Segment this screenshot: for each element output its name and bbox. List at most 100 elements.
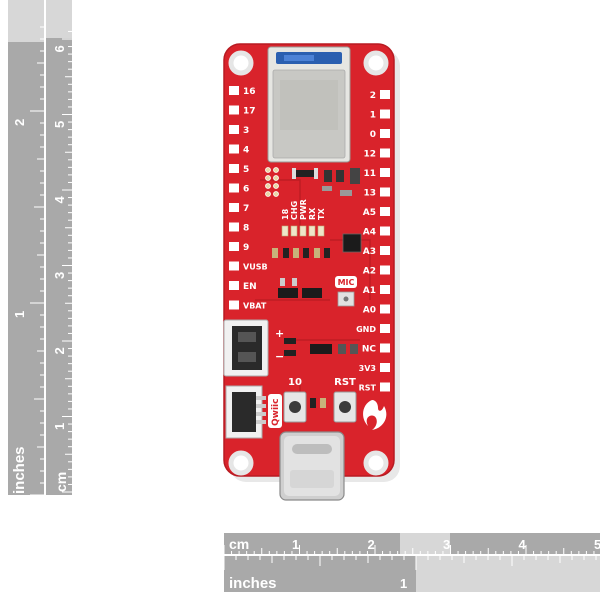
wireless-module (267, 46, 351, 163)
edge-pad (229, 105, 239, 115)
svg-text:+: + (275, 327, 284, 340)
right-pin-label: 12 (363, 150, 376, 160)
horizontal-ruler-cm-label: cm (229, 536, 249, 552)
left-pin-label: EN (243, 282, 257, 292)
ruler-cm-number: 2 (368, 537, 375, 552)
mic-label: MIC (338, 278, 355, 287)
right-pin-label: A4 (363, 228, 376, 238)
edge-pad (229, 281, 239, 290)
right-pin-label: A5 (363, 208, 376, 218)
boot-button: 10 (283, 377, 307, 423)
right-pin-label: A3 (363, 247, 376, 257)
right-pin-label: NC (362, 345, 377, 355)
vertical-ruler-ticks (30, 26, 72, 496)
svg-text:−: − (275, 350, 284, 363)
left-pin-label: VUSB (243, 263, 268, 272)
edge-pad (229, 222, 239, 232)
edge-pad (380, 304, 390, 314)
vertical-ruler-inch-numbers: 12 (12, 119, 27, 318)
button-label-rst: RST (334, 377, 356, 388)
right-pin-label: GND (356, 325, 376, 334)
edge-pad (380, 207, 390, 216)
status-led (299, 225, 307, 237)
right-pin-label: A2 (363, 267, 376, 277)
edge-pad (380, 148, 390, 158)
ruler-cm-number: 3 (52, 272, 67, 279)
status-led (281, 225, 289, 237)
edge-pad (380, 109, 390, 119)
ruler-inch-number: 1 (12, 311, 27, 318)
ruler-cm-number: 5 (594, 537, 600, 552)
ruler-cm-number: 2 (52, 347, 67, 354)
status-led (290, 225, 298, 237)
edge-pad (380, 324, 390, 333)
right-edge-pads (380, 90, 390, 392)
button-label-10: 10 (288, 377, 302, 388)
edge-pad (229, 86, 239, 95)
mic-label-box: MIC (335, 276, 357, 288)
left-pin-label: 9 (243, 243, 249, 253)
ruler-cm-number: 1 (292, 537, 299, 552)
vertical-ruler-inches-label: inches (11, 446, 28, 494)
ruler-cm-number: 4 (52, 196, 67, 204)
ruler-inch-number: 1 (400, 576, 407, 591)
edge-pad (229, 164, 239, 173)
horizontal-ruler-ticks (223, 545, 597, 570)
edge-pad (229, 300, 239, 310)
left-edge-pads (229, 86, 239, 310)
edge-pad (229, 242, 239, 251)
horizontal-ruler-inches-label: inches (229, 575, 277, 592)
edge-pad (380, 343, 390, 353)
left-pin-label: VBAT (243, 302, 267, 311)
edge-pad (229, 203, 239, 212)
led-label: PWR (299, 199, 308, 220)
left-pin-label: 3 (243, 126, 249, 136)
led-label: 18 (281, 208, 290, 220)
mounting-holes (228, 50, 389, 476)
vertical-ruler-cm-label: cm (53, 472, 69, 492)
ruler-cm-number: 4 (519, 537, 527, 552)
left-pin-label: 6 (243, 185, 249, 195)
horizontal-ruler-inch-numbers: 1 (400, 576, 407, 591)
right-pin-label: A0 (363, 306, 376, 316)
status-led (317, 225, 325, 237)
reset-button: RST (333, 377, 357, 423)
right-pin-label: 2 (370, 91, 376, 101)
ruler-cm-number: 6 (52, 45, 67, 52)
qwiic-connector: Qwiic (225, 385, 282, 439)
through-hole-grid (265, 167, 279, 197)
edge-pad (380, 129, 390, 138)
edge-pad (380, 246, 390, 255)
edge-pad (380, 382, 390, 392)
status-leds (281, 225, 325, 237)
led-label: TX (317, 208, 326, 220)
edge-pad (229, 261, 239, 271)
edge-pad (380, 226, 390, 236)
left-pin-label: 16 (243, 87, 256, 97)
right-pin-label: 0 (370, 130, 376, 140)
left-pin-label: 4 (243, 146, 249, 156)
edge-pad (380, 168, 390, 177)
qwiic-label: Qwiic (271, 399, 281, 426)
right-pin-label: 11 (363, 169, 376, 179)
edge-pad (380, 363, 390, 372)
right-pin-label: 3V3 (359, 364, 376, 373)
led-label: CHG (290, 201, 299, 220)
left-pin-label: 17 (243, 107, 256, 117)
right-pin-label: 1 (370, 111, 376, 121)
left-pin-label: 7 (243, 204, 249, 214)
led-label: RX (308, 207, 317, 220)
left-pin-label: 5 (243, 165, 249, 175)
ruler-cm-number: 5 (52, 121, 67, 128)
ruler-inch-number: 2 (12, 119, 27, 126)
usb-c-connector (279, 431, 345, 501)
battery-connector: + − (223, 319, 284, 377)
flame-logo-icon (363, 400, 387, 430)
